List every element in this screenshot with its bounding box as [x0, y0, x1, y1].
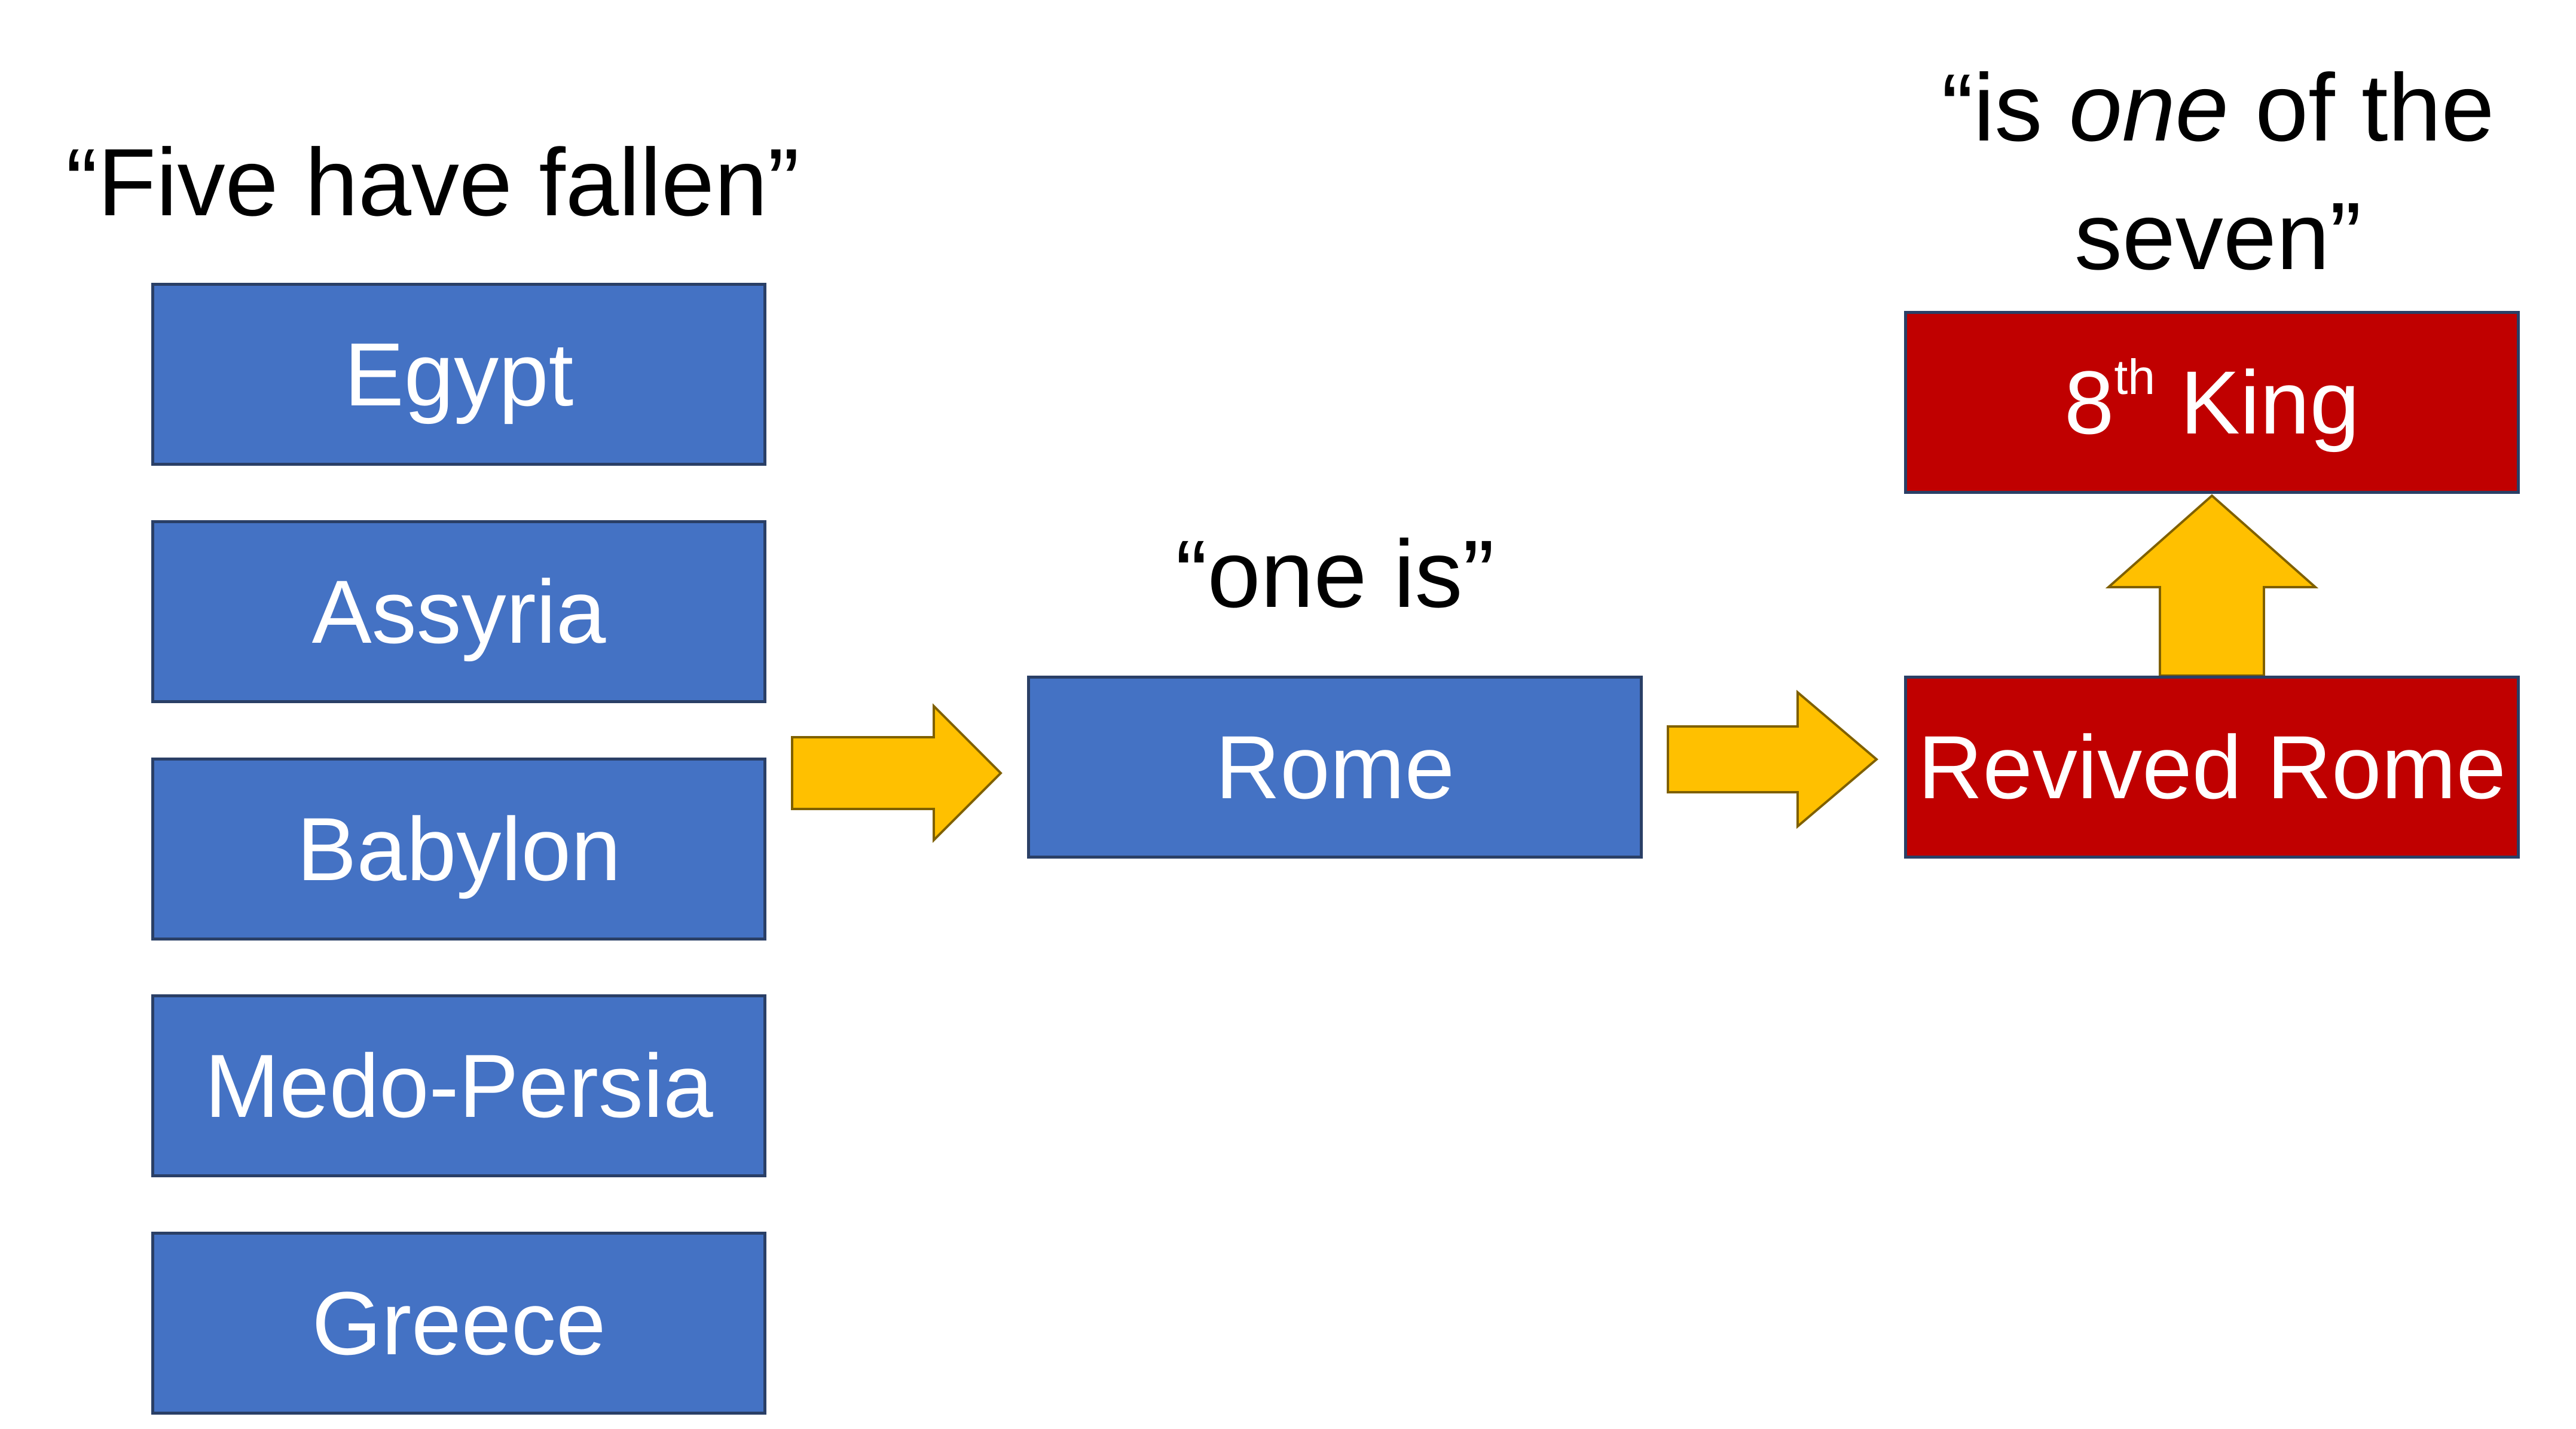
- kingdom-box-greece: Greece: [151, 1232, 766, 1415]
- kingdom-label: Assyria: [311, 561, 606, 662]
- caption-line-2: seven”: [2074, 182, 2362, 289]
- eighth-king-box: 8th King: [1904, 311, 2520, 494]
- kingdom-box-medo-persia: Medo-Persia: [151, 994, 766, 1177]
- right-arrow-icon: [1667, 689, 1879, 829]
- caption-one-is: “one is”: [1175, 520, 1495, 627]
- up-arrow-icon: [2105, 494, 2319, 677]
- kingdom-box-babylon: Babylon: [151, 758, 766, 941]
- kingdom-box-assyria: Assyria: [151, 520, 766, 703]
- revived-rome-label: Revived Rome: [1918, 716, 2506, 817]
- kingdom-label: Medo-Persia: [204, 1035, 713, 1136]
- kingdom-label: Babylon: [297, 798, 621, 899]
- kingdom-label: Rome: [1215, 716, 1455, 817]
- caption-line-1: “is one of the: [1941, 54, 2495, 161]
- right-arrow-icon: [791, 703, 1003, 843]
- kingdom-label: Greece: [311, 1272, 606, 1373]
- caption-five-have-fallen: “Five have fallen”: [66, 129, 800, 236]
- revived-rome-box: Revived Rome: [1904, 676, 2520, 859]
- kingdom-label: Egypt: [344, 323, 574, 425]
- caption-one-of-the-seven: “is one of the seven”: [1853, 60, 2576, 284]
- kingdom-box-egypt: Egypt: [151, 283, 766, 466]
- eighth-king-label: 8th King: [2064, 349, 2360, 453]
- kingdom-box-rome: Rome: [1027, 676, 1643, 859]
